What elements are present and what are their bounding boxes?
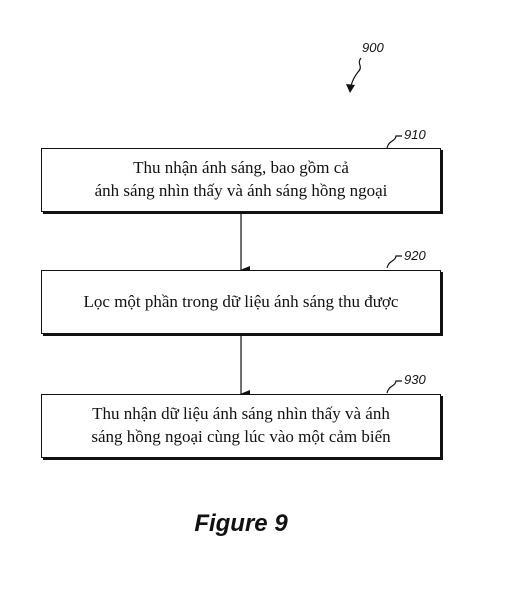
step-930-text: Thu nhận dữ liệu ánh sáng nhìn thấy và á… xyxy=(91,403,390,449)
step-910-ref: 910 xyxy=(404,127,426,142)
step-910-line-2: ánh sáng nhìn thấy và ánh sáng hồng ngoạ… xyxy=(94,181,388,200)
step-930-line-2: sáng hồng ngoại cùng lúc vào một cảm biế… xyxy=(91,427,391,446)
step-910-text: Thu nhận ánh sáng, bao gồm cả ánh sáng n… xyxy=(95,157,388,203)
ref-910-leader xyxy=(386,135,402,149)
figure-pointer-arrowhead xyxy=(346,84,355,93)
step-910-box: Thu nhận ánh sáng, bao gồm cả ánh sáng n… xyxy=(41,148,441,212)
step-930-box: Thu nhận dữ liệu ánh sáng nhìn thấy và á… xyxy=(41,394,441,458)
step-920-box: Lọc một phần trong dữ liệu ánh sáng thu … xyxy=(41,270,441,334)
step-920-text: Lọc một phần trong dữ liệu ánh sáng thu … xyxy=(84,291,399,314)
ref-930-leader xyxy=(386,380,402,394)
figure-pointer-squiggle xyxy=(350,57,362,87)
step-930-line-1: Thu nhận dữ liệu ánh sáng nhìn thấy và á… xyxy=(92,404,390,424)
ref-920-leader xyxy=(386,255,402,269)
step-930-ref: 930 xyxy=(404,372,426,387)
figure-caption: Figure 9 xyxy=(194,510,288,537)
step-910-line-1: Thu nhận ánh sáng, bao gồm cả xyxy=(133,158,349,178)
step-920-line-1: Lọc một phần trong dữ liệu ánh sáng thu … xyxy=(83,291,399,311)
figure-number-label: 900 xyxy=(362,40,384,55)
step-920-ref: 920 xyxy=(404,248,426,263)
